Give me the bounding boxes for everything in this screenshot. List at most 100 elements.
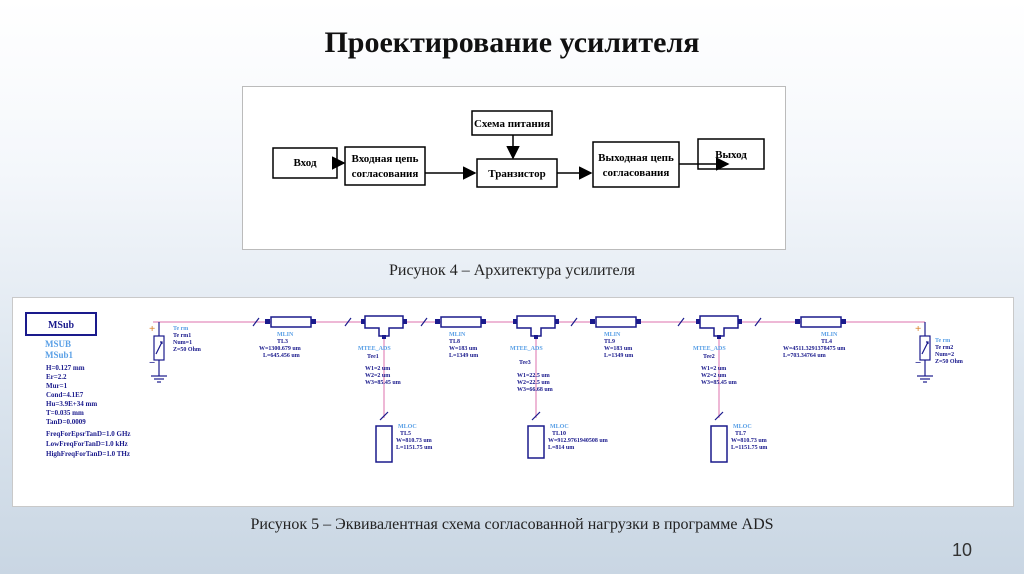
svg-text:MLOC: MLOC [550,424,569,430]
svg-text:Tee1: Tee1 [367,354,379,360]
output-match-label-2: согласования [603,167,670,179]
tee3-shape [516,315,556,337]
tl4-line [800,316,842,328]
output-match-label-1: Выходная цепь [598,152,674,164]
svg-text:+: + [915,323,921,335]
input-block [272,147,338,179]
svg-text:Mur=1: Mur=1 [46,382,68,390]
svg-text:W3=66.68 um: W3=66.68 um [517,387,553,393]
svg-text:W=4511.3291378475 um: W=4511.3291378475 um [783,346,845,352]
svg-text:W=810.73 um: W=810.73 um [396,438,432,444]
svg-text:L=1151.75 um: L=1151.75 um [731,445,767,451]
svg-text:Z=50 Ohm: Z=50 Ohm [935,359,963,365]
svg-text:L=1349 um: L=1349 um [604,353,633,359]
svg-text:TL5: TL5 [400,431,411,437]
power-label: Схема питания [474,118,550,130]
output-label: Выход [715,149,747,161]
svg-text:Te rm2: Te rm2 [935,345,953,351]
ads-schematic: MSub MSUB MSub1 H=0.127 mm Er=2.2 Mur=1 … [25,312,963,463]
svg-text:MLIN: MLIN [604,332,621,338]
svg-text:L=703.34764 um: L=703.34764 um [783,353,826,359]
svg-text:TL10: TL10 [552,431,566,437]
svg-text:MTEE_ADS: MTEE_ADS [693,346,726,352]
term2 [917,322,933,383]
output-match-block [592,141,680,188]
svg-text:TL4: TL4 [821,339,832,345]
svg-text:H=0.127 mm: H=0.127 mm [46,364,85,372]
input-match-label-1: Входная цепь [352,153,419,165]
svg-text:Te rm: Te rm [173,326,188,332]
svg-text:W2=22.5 um: W2=22.5 um [517,380,550,386]
input-label: Вход [293,157,316,169]
svg-text:+: + [149,323,155,335]
msub-params: H=0.127 mm Er=2.2 Mur=1 Cond=4.1E7 Hu=3.… [46,364,131,458]
svg-text:W2=2 um: W2=2 um [365,373,390,379]
slide-title: Проектирование усилителя [324,26,700,59]
svg-text:W1=2 um: W1=2 um [365,366,390,372]
svg-text:Hu=3.9E+34 mm: Hu=3.9E+34 mm [46,400,97,408]
svg-text:W=912.9761940508 um: W=912.9761940508 um [548,438,608,444]
svg-text:−: − [915,357,921,369]
svg-text:L=1151.75 um: L=1151.75 um [396,445,432,451]
tl8-line [440,316,482,328]
msub-box-label: MSub [48,320,75,331]
transistor-label: Транзистор [488,168,545,180]
tl9-line [595,316,637,328]
svg-text:W=810.73 um: W=810.73 um [731,438,767,444]
svg-text:TL7: TL7 [735,431,746,437]
svg-text:L=645.456 um: L=645.456 um [263,353,300,359]
svg-text:−: − [149,357,155,369]
tl3-line [270,316,312,328]
svg-text:FreqForEpsrTanD=1.0 GHz: FreqForEpsrTanD=1.0 GHz [46,430,131,438]
figure5-caption: Рисунок 5 – Эквивалентная схема согласов… [250,516,774,533]
svg-text:L=1349 um: L=1349 um [449,353,478,359]
svg-text:MLOC: MLOC [398,424,417,430]
svg-text:W1=22.5 um: W1=22.5 um [517,373,550,379]
tl10-stub [527,425,545,459]
svg-text:T=0.035 mm: T=0.035 mm [46,409,84,417]
ads-schematic-figure: MSub MSUB MSub1 H=0.127 mm Er=2.2 Mur=1 … [12,297,1014,507]
svg-text:W=1300.679 um: W=1300.679 um [259,346,301,352]
svg-text:W3=85.45 um: W3=85.45 um [701,380,737,386]
tee1-shape [364,315,404,337]
svg-text:MTEE_ADS: MTEE_ADS [358,346,391,352]
svg-text:HighFreqForTanD=1.0 THz: HighFreqForTanD=1.0 THz [46,450,130,458]
svg-text:W3=85.45 um: W3=85.45 um [365,380,401,386]
msub-type: MSUB [45,339,71,349]
svg-text:TL3: TL3 [277,339,288,345]
svg-text:MLIN: MLIN [277,332,294,338]
svg-text:TanD=0.0009: TanD=0.0009 [46,418,86,426]
svg-text:W=183 um: W=183 um [604,346,632,352]
power-block [471,110,553,136]
msub-name: MSub1 [45,350,74,360]
page-number: 10 [951,540,972,560]
term1 [151,322,167,383]
svg-text:MTEE_ADS: MTEE_ADS [510,346,543,352]
svg-text:L=814 um: L=814 um [548,445,574,451]
svg-text:Z=50 Ohm: Z=50 Ohm [173,347,201,353]
svg-text:Tee3: Tee3 [519,360,531,366]
figure4-caption: Рисунок 4 – Архитектура усилителя [389,262,635,279]
svg-text:Er=2.2: Er=2.2 [46,373,67,381]
svg-text:W1=2 um: W1=2 um [701,366,726,372]
svg-text:W=183 um: W=183 um [449,346,477,352]
tl5-stub [375,425,393,463]
svg-text:TL8: TL8 [449,339,460,345]
svg-text:Num=1: Num=1 [173,340,192,346]
svg-text:MLOC: MLOC [733,424,752,430]
msub-box [25,312,97,336]
svg-text:Tee2: Tee2 [703,354,715,360]
svg-text:LowFreqForTanD=1.0 kHz: LowFreqForTanD=1.0 kHz [46,440,128,448]
svg-text:MLIN: MLIN [449,332,466,338]
svg-text:Te rm1: Te rm1 [173,333,191,339]
tee2-shape [699,315,739,337]
svg-text:Cond=4.1E7: Cond=4.1E7 [46,391,84,399]
svg-text:TL9: TL9 [604,339,615,345]
tl7-stub [710,425,728,463]
svg-text:W2=2 um: W2=2 um [701,373,726,379]
architecture-figure: Вход Входная цепь согласования Схема пит… [242,86,786,250]
input-match-label-2: согласования [352,168,419,180]
architecture-diagram: Вход Входная цепь согласования Схема пит… [272,110,765,188]
svg-text:Num=2: Num=2 [935,352,954,358]
svg-text:MLIN: MLIN [821,332,838,338]
